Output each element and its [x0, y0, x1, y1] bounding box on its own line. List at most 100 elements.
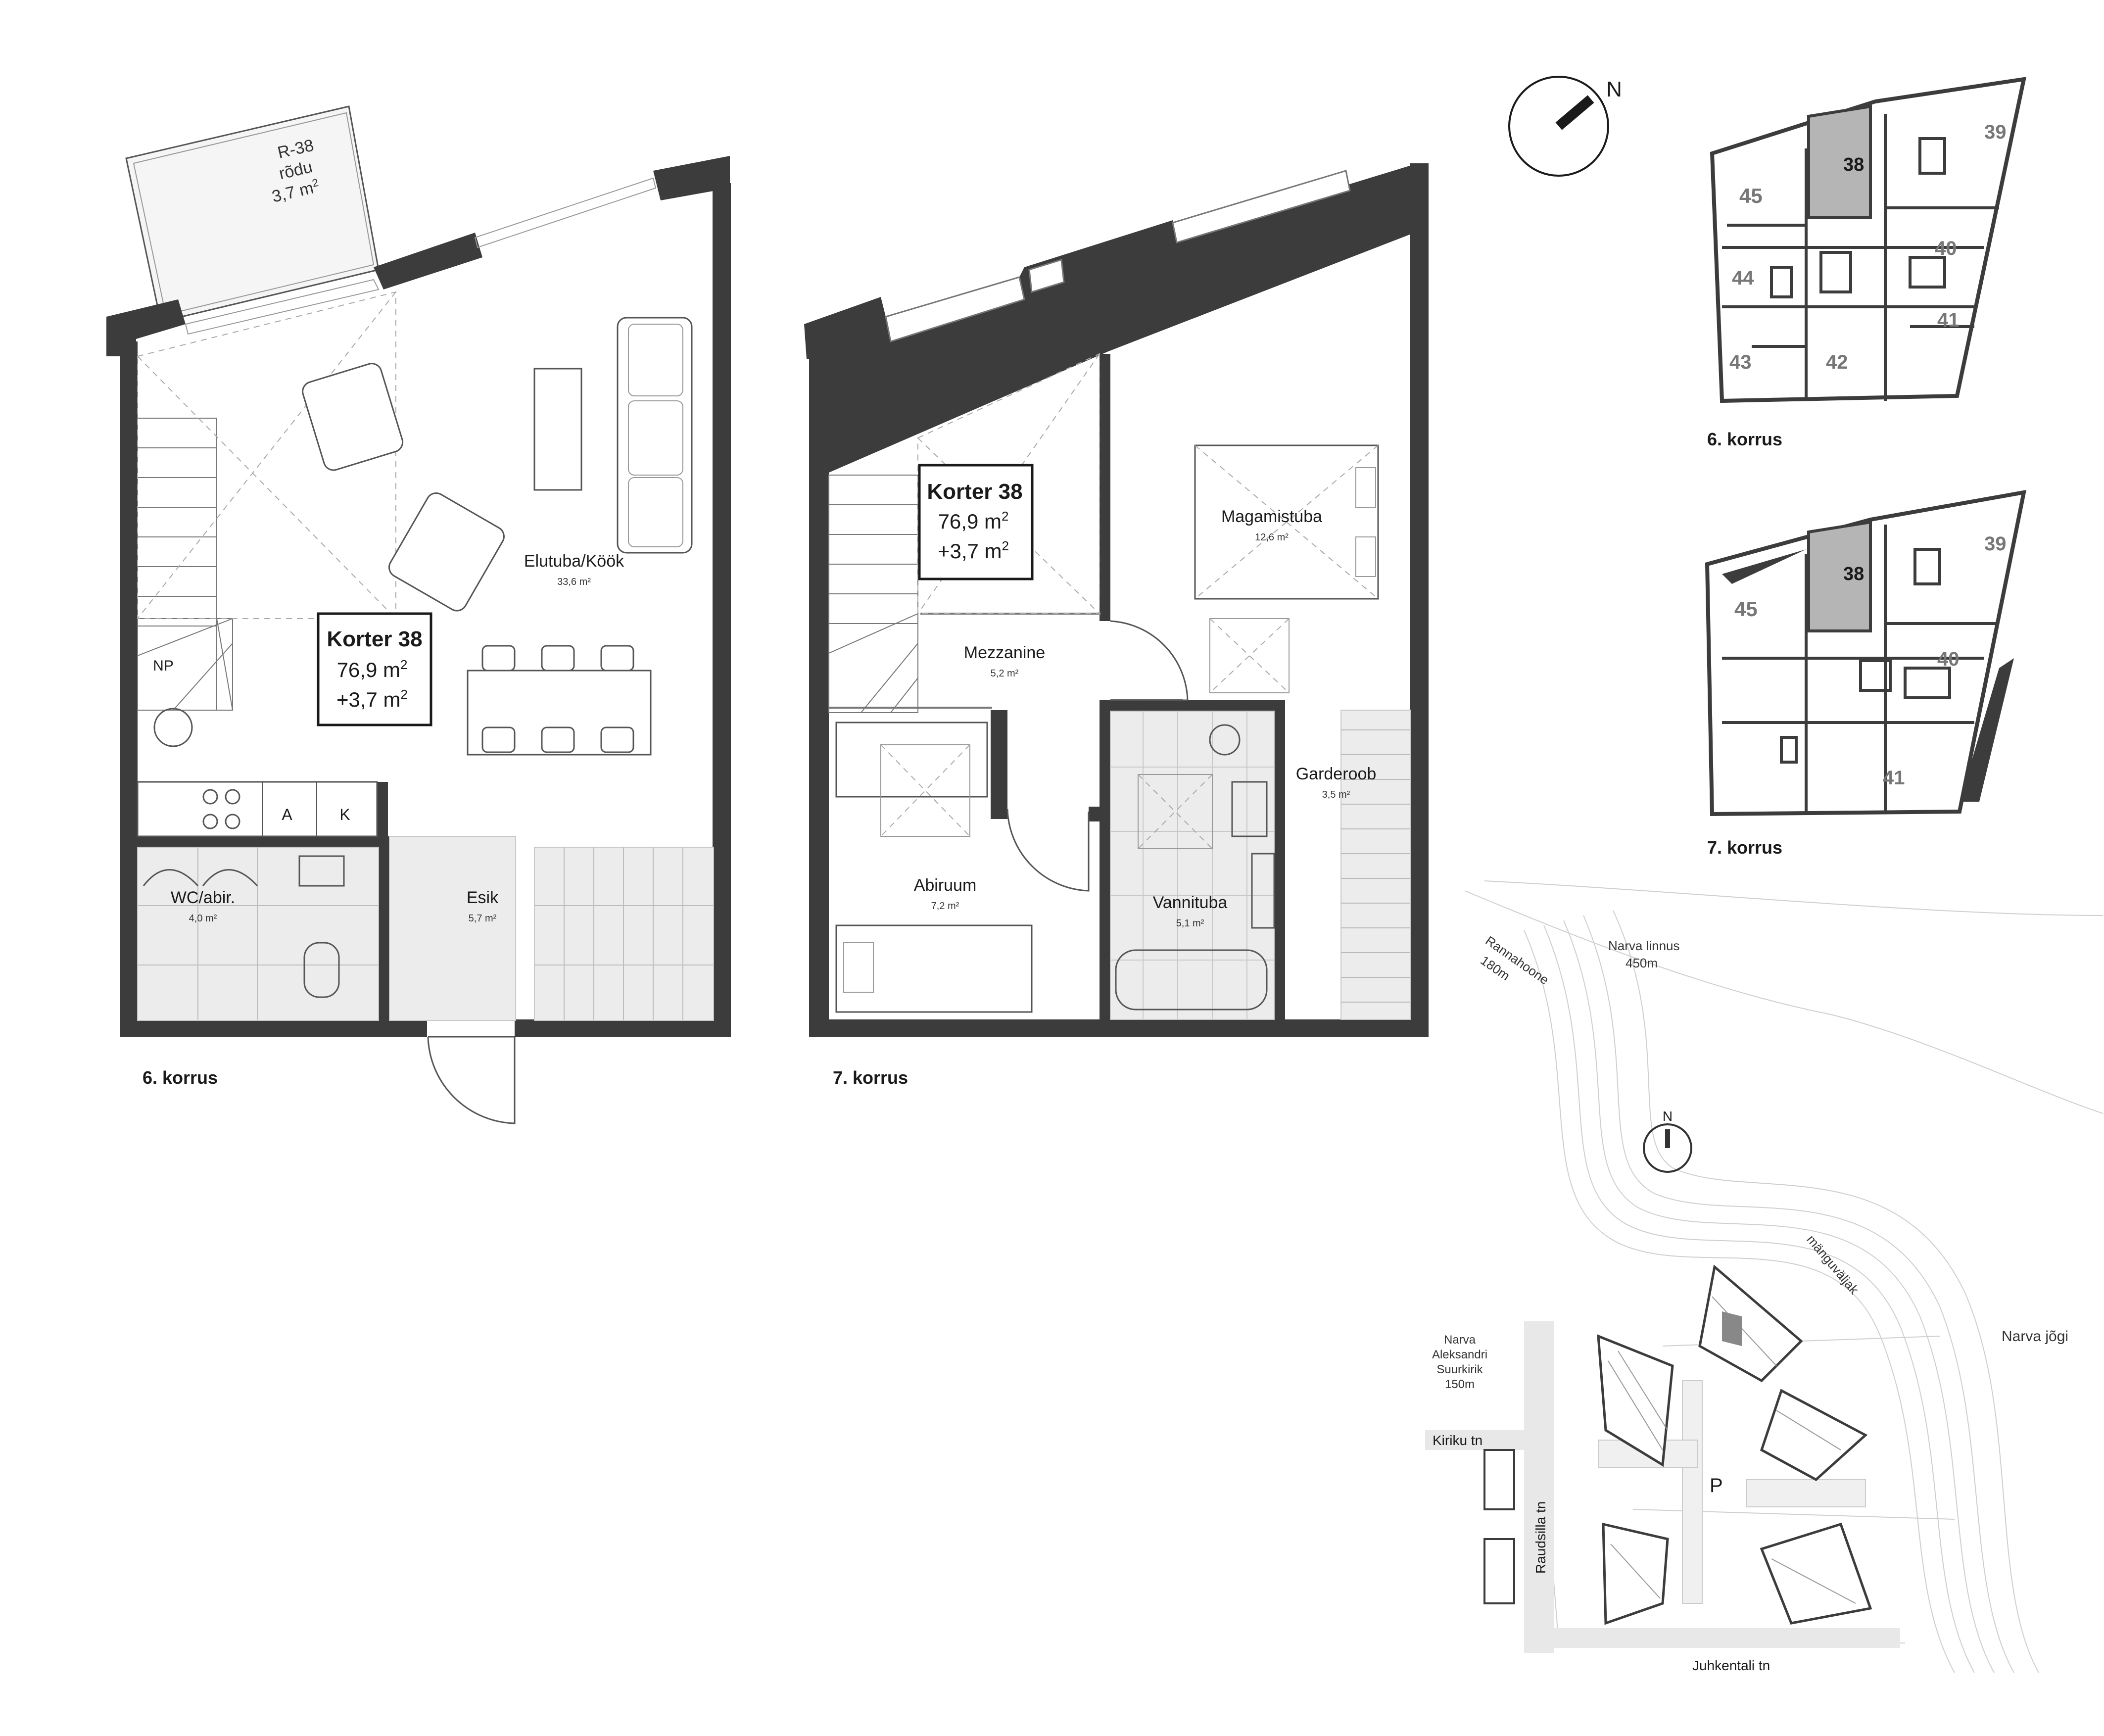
room-label-esik: Esik — [467, 888, 499, 907]
apartment-box-7: Korter 38 76,9 m2 +3,7 m2 — [918, 464, 1034, 580]
wall-abiruum-stub — [991, 710, 1007, 819]
wall-wc-top — [120, 836, 387, 847]
svg-text:39: 39 — [1984, 533, 2007, 555]
wall-stub-2 — [1089, 807, 1110, 821]
wall-bottom-right — [515, 1019, 731, 1037]
kitchen-counter — [137, 781, 378, 837]
room-area-wc: 4,0 m² — [189, 913, 217, 924]
stairs-7 — [828, 475, 918, 713]
svg-text:Narva linnus: Narva linnus — [1608, 938, 1680, 953]
room-label-elutuba: Elutuba/Köök — [524, 552, 624, 571]
svg-text:76,9 m2: 76,9 m2 — [938, 509, 1009, 533]
bath-tub — [1115, 949, 1268, 1011]
wc-floor — [137, 847, 379, 1021]
wc-sink — [298, 855, 345, 887]
skylight-bedroom — [1209, 618, 1290, 693]
window-7c — [1172, 170, 1351, 243]
bath-floor — [1110, 711, 1275, 1020]
building-church-2 — [1483, 1538, 1515, 1604]
roof-wedge — [804, 163, 1428, 473]
wall-bottom-left — [120, 1019, 427, 1037]
svg-text:7. korrus: 7. korrus — [1707, 837, 1782, 858]
svg-text:42: 42 — [1826, 351, 1848, 373]
bath-sink — [1231, 781, 1268, 837]
compass-icon: N — [1508, 76, 1622, 177]
svg-text:450m: 450m — [1626, 956, 1658, 970]
wall-top-right — [653, 156, 730, 200]
svg-text:Narva: Narva — [1444, 1333, 1476, 1347]
wall-right-7 — [1410, 163, 1429, 1032]
building-b-highlight — [1722, 1311, 1742, 1346]
wall-bath-left — [1100, 700, 1110, 1024]
svg-text:+3,7 m2: +3,7 m2 — [938, 538, 1009, 563]
garderoob-shelf — [1340, 710, 1411, 1020]
building-d — [1602, 1522, 1669, 1625]
room-area-garderoob: 3,5 m² — [1322, 789, 1350, 800]
room-area-elutuba: 33,6 m² — [557, 577, 591, 587]
svg-text:44: 44 — [1732, 267, 1754, 289]
svg-text:Korter 38: Korter 38 — [927, 480, 1022, 504]
wall-bottom-7 — [809, 1019, 1429, 1037]
svg-text:45: 45 — [1734, 597, 1758, 621]
building-a — [1597, 1334, 1674, 1467]
svg-text:45: 45 — [1739, 184, 1763, 207]
parking-lane — [1682, 1380, 1703, 1604]
svg-text:Suurkirik: Suurkirik — [1436, 1363, 1483, 1376]
svg-text:P: P — [1710, 1475, 1723, 1496]
svg-text:39: 39 — [1984, 121, 2007, 143]
apartment-extra: +3,7 m2 — [336, 687, 408, 711]
bath-shower — [1138, 774, 1213, 849]
room-label-wc: WC/abir. — [171, 888, 235, 907]
building-c — [1760, 1389, 1868, 1482]
svg-text:38: 38 — [1843, 564, 1864, 584]
svg-text:38: 38 — [1843, 154, 1864, 175]
room-area-mezzanine: 5,2 m² — [991, 668, 1019, 679]
room-area-esik: 5,7 m² — [469, 913, 497, 924]
site-map: N Rannahoone 180m Narva linnus 450m mäng… — [1425, 880, 2104, 1673]
stairs-6 — [137, 418, 233, 711]
wall-kitchen-end — [377, 782, 388, 836]
key-plan-6: 45 38 39 40 44 41 43 42 6. korrus — [1707, 77, 2027, 449]
site-north-icon — [1643, 1123, 1692, 1173]
np-column — [153, 708, 193, 747]
room-label-magamistuba: Magamistuba — [1221, 507, 1322, 526]
svg-text:Raudsilla tn: Raudsilla tn — [1533, 1501, 1548, 1574]
svg-text:mänguväljak: mänguväljak — [1804, 1232, 1862, 1298]
svg-text:Aleksandri: Aleksandri — [1432, 1348, 1487, 1361]
svg-text:40: 40 — [1937, 648, 1960, 670]
caption-7-korrus: 7. korrus — [833, 1067, 908, 1088]
furniture-living — [302, 317, 693, 756]
room-label-vannituba: Vannituba — [1153, 893, 1228, 912]
wall-right — [713, 183, 731, 1032]
window-7a — [885, 276, 1025, 342]
room-area-magamistuba: 12,6 m² — [1255, 532, 1289, 543]
wall-left-7 — [809, 346, 829, 1032]
room-area-abiruum: 7,2 m² — [931, 901, 959, 912]
apartment-area: 76,9 m2 — [337, 657, 408, 681]
window-7b — [1028, 259, 1065, 293]
road-raudsilla — [1524, 1321, 1554, 1653]
road-kiriku — [1425, 1430, 1524, 1450]
unit-38-highlight-7 — [1807, 520, 1872, 632]
abiruum-table — [835, 722, 988, 798]
window-left — [185, 279, 380, 335]
apartment-name: Korter 38 — [327, 627, 422, 651]
wc-appliances — [143, 869, 258, 887]
wall-bath-top — [1100, 700, 1283, 711]
wall-wc-esik — [379, 836, 389, 1032]
wall-bath-right — [1274, 700, 1285, 1024]
building-b — [1698, 1264, 1803, 1383]
svg-text:6. korrus: 6. korrus — [1707, 429, 1782, 449]
mark-a: A — [282, 806, 292, 823]
door-bedroom — [1110, 620, 1189, 701]
svg-text:40: 40 — [1935, 238, 1957, 259]
svg-text:Juhkentali tn: Juhkentali tn — [1692, 1658, 1770, 1673]
room-label-garderoob: Garderoob — [1296, 765, 1377, 783]
road-juhkentali — [1554, 1628, 1900, 1648]
unit-38-highlight-6 — [1807, 104, 1872, 219]
mark-k: K — [339, 806, 350, 823]
room-label-abiruum: Abiruum — [914, 876, 977, 895]
room-area-vannituba: 5,1 m² — [1176, 918, 1204, 929]
mark-np: NP — [153, 658, 174, 674]
svg-text:N: N — [1606, 77, 1622, 101]
